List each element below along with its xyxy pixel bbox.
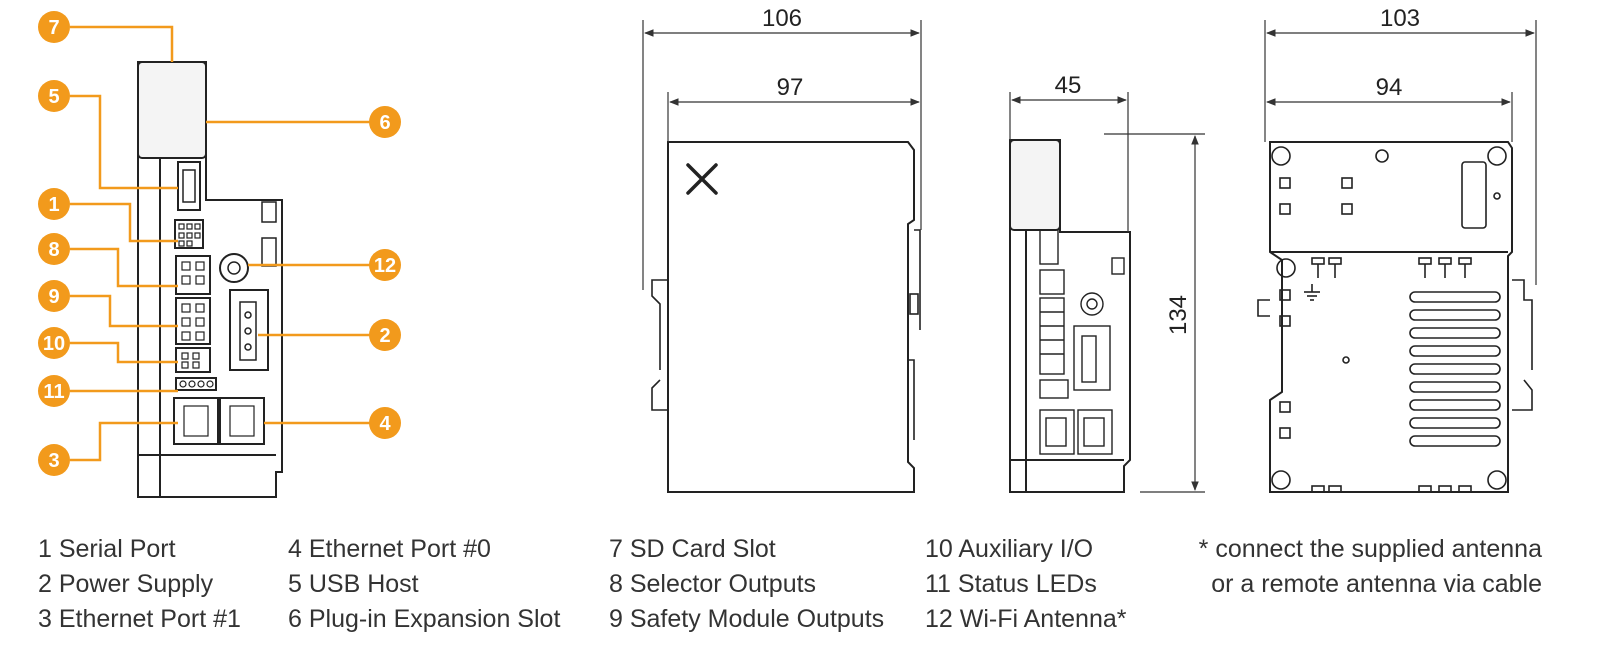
dim-side-depth: 45 bbox=[1055, 72, 1082, 99]
callout-number: 4 bbox=[379, 413, 391, 435]
callout-number: 3 bbox=[48, 450, 59, 472]
callout-number: 11 bbox=[43, 381, 64, 403]
dim-back-body-width: 94 bbox=[1376, 74, 1403, 101]
dim-front-total-width: 106 bbox=[762, 5, 802, 32]
callout-4: 4 bbox=[369, 407, 401, 439]
callout-11: 11 bbox=[38, 375, 70, 407]
callout-badge bbox=[38, 327, 70, 359]
callout-badge bbox=[369, 249, 401, 281]
callout-7: 7 bbox=[38, 11, 70, 43]
callout-5: 5 bbox=[38, 80, 70, 112]
callout-number: 7 bbox=[48, 17, 59, 39]
callout-badge bbox=[38, 11, 70, 43]
note-line: or a remote antenna via cable bbox=[1211, 570, 1542, 598]
callout-number: 9 bbox=[48, 286, 59, 308]
callout-badge bbox=[369, 106, 401, 138]
legend-item: 12 Wi-Fi Antenna* bbox=[925, 605, 1127, 633]
legend-item: 3 Ethernet Port #1 bbox=[38, 605, 241, 633]
legend-item: 10 Auxiliary I/O bbox=[925, 535, 1094, 563]
callout-3: 3 bbox=[38, 444, 70, 476]
legend-col-2: 4 Ethernet Port #0 5 USB Host 6 Plug-in … bbox=[288, 532, 560, 637]
front-view bbox=[651, 141, 921, 493]
dimension-labels: 106 97 45 134 103 94 bbox=[762, 5, 1420, 335]
legend-col-1: 1 Serial Port 2 Power Supply 3 Ethernet … bbox=[38, 532, 241, 637]
dim-back-total-width: 103 bbox=[1380, 5, 1420, 32]
callout-number: 5 bbox=[48, 86, 59, 108]
callout-leaders bbox=[70, 25, 384, 462]
dim-front-body-width: 97 bbox=[777, 74, 804, 101]
callout-number: 8 bbox=[48, 239, 59, 261]
callout-badge bbox=[38, 188, 70, 220]
back-view bbox=[1257, 141, 1533, 493]
legend-item: 6 Plug-in Expansion Slot bbox=[288, 605, 561, 633]
legend-item: 7 SD Card Slot bbox=[609, 535, 776, 563]
leader-3 bbox=[70, 421, 178, 462]
callout-number: 12 bbox=[374, 255, 396, 277]
callout-badge bbox=[369, 319, 401, 351]
callout-9: 9 bbox=[38, 280, 70, 312]
legend-item: 11 Status LEDs bbox=[925, 570, 1097, 598]
callout-badge bbox=[38, 375, 70, 407]
callout-number: 2 bbox=[379, 325, 390, 347]
leader-8 bbox=[70, 247, 178, 288]
dim-height: 134 bbox=[1165, 295, 1192, 335]
vent-slots bbox=[1409, 291, 1501, 447]
legend-col-4: 10 Auxiliary I/O 11 Status LEDs 12 Wi-Fi… bbox=[925, 532, 1127, 637]
callout-markers: 7 5 6 1 8 12 9 2 10 11 4 3 bbox=[38, 11, 401, 476]
callout-badge bbox=[38, 233, 70, 265]
callout-number: 6 bbox=[379, 112, 390, 134]
legend-col-3: 7 SD Card Slot 8 Selector Outputs 9 Safe… bbox=[609, 532, 884, 637]
callout-12: 12 bbox=[369, 249, 401, 281]
side-view bbox=[1009, 139, 1131, 493]
callout-badge bbox=[38, 80, 70, 112]
leader-5 bbox=[70, 94, 178, 190]
callout-badge bbox=[38, 444, 70, 476]
callout-6: 6 bbox=[369, 106, 401, 138]
leader-9 bbox=[70, 294, 178, 328]
callout-number: 10 bbox=[43, 333, 65, 355]
callout-badge bbox=[38, 280, 70, 312]
leader-10 bbox=[70, 341, 178, 364]
ground-symbol-icon bbox=[1304, 284, 1320, 301]
callout-1: 1 bbox=[38, 188, 70, 220]
leader-7 bbox=[70, 25, 174, 62]
dimension-lines bbox=[642, 20, 1537, 493]
legend-item: 1 Serial Port bbox=[38, 535, 176, 563]
x-logo-icon bbox=[686, 163, 718, 195]
callout-8: 8 bbox=[38, 233, 70, 265]
legend-item: 5 USB Host bbox=[288, 570, 419, 598]
legend-item: 4 Ethernet Port #0 bbox=[288, 535, 491, 563]
legend-item: 2 Power Supply bbox=[38, 570, 214, 598]
legend-item: 8 Selector Outputs bbox=[609, 570, 817, 598]
antenna-note: * connect the supplied antenna or a remo… bbox=[1199, 532, 1542, 602]
callout-number: 1 bbox=[48, 194, 59, 216]
note-line: * connect the supplied antenna bbox=[1198, 535, 1542, 563]
legend-item: 9 Safety Module Outputs bbox=[609, 605, 885, 633]
leader-1 bbox=[70, 202, 178, 243]
callout-10: 10 bbox=[38, 327, 70, 359]
callout-2: 2 bbox=[369, 319, 401, 351]
connector-view bbox=[137, 61, 283, 498]
callout-badge bbox=[369, 407, 401, 439]
